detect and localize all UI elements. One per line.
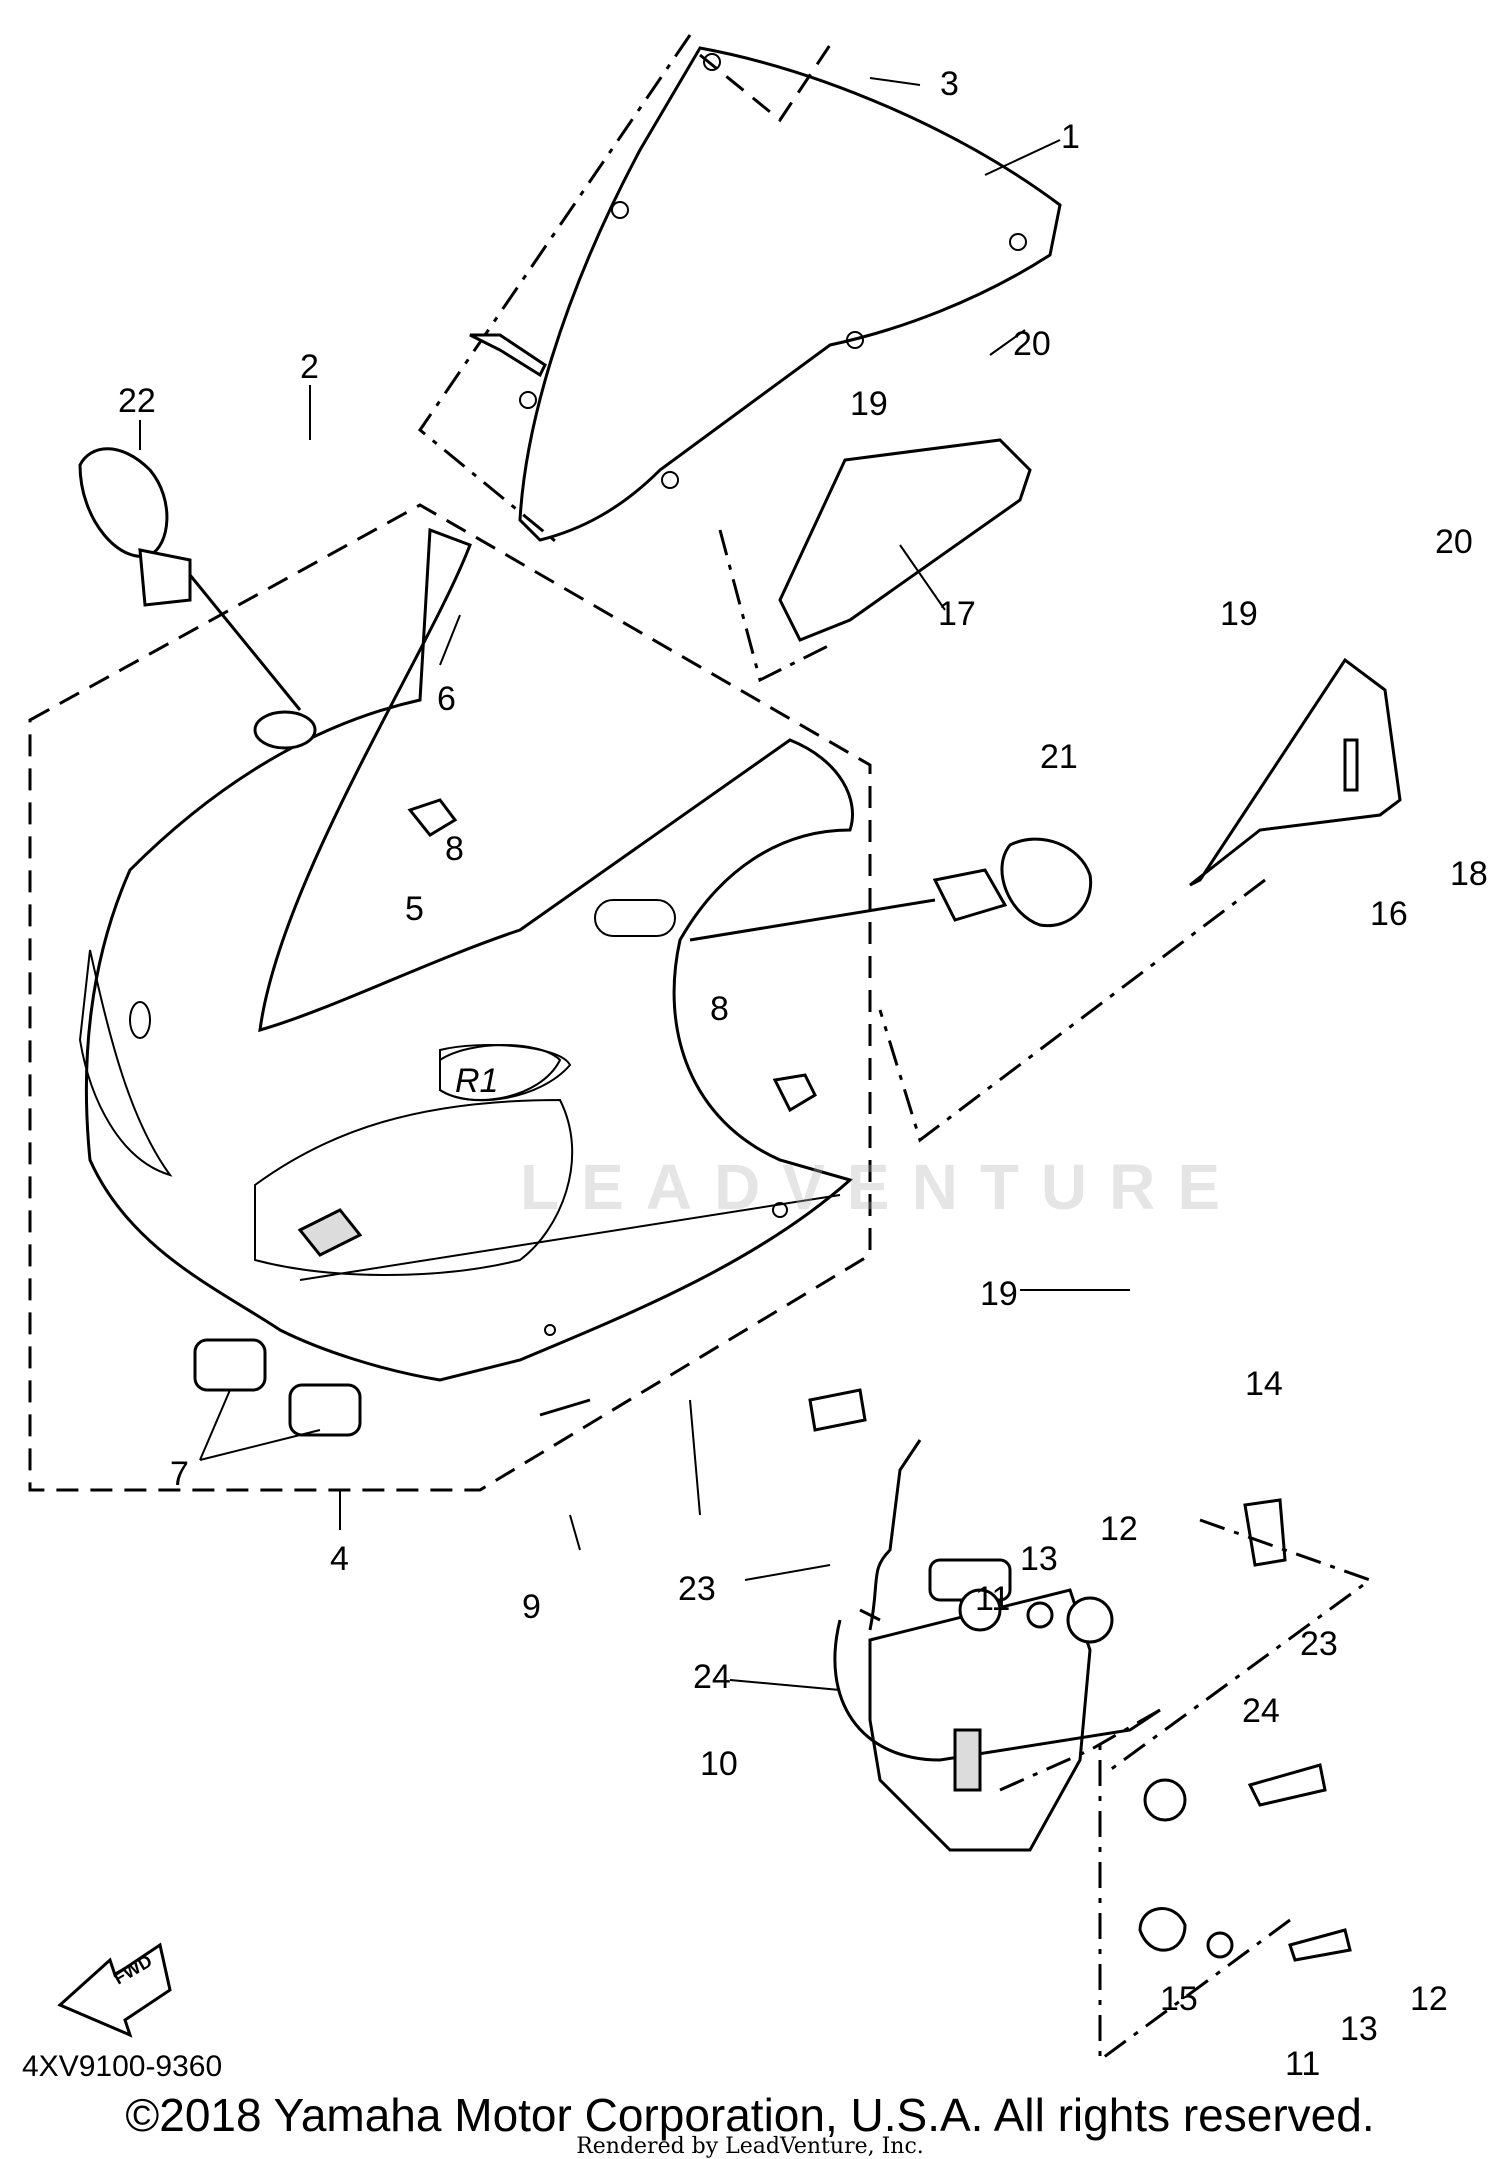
callout-22: 22 [118, 382, 156, 420]
callout-21: 21 [1040, 738, 1078, 776]
callout-11b: 11 [1285, 2045, 1320, 2083]
callout-11a: 11 [975, 1580, 1010, 1618]
callout-labels: 1 2 3 4 5 6 7 8 8 9 10 11 11 12 12 13 13… [118, 65, 1488, 2083]
callout-13a: 13 [1020, 1540, 1058, 1578]
callout-14: 14 [1245, 1365, 1283, 1403]
stay-bracket-part [833, 1439, 1161, 1852]
inner-panel-16-part [878, 657, 1402, 1143]
callout-6: 6 [437, 680, 456, 718]
callout-7: 7 [170, 1455, 189, 1493]
callout-8b: 8 [710, 990, 729, 1028]
emblem-text: R1 [455, 1062, 498, 1100]
callout-1: 1 [1061, 118, 1080, 156]
callout-16: 16 [1370, 895, 1408, 933]
callout-13b: 13 [1340, 2010, 1378, 2048]
watermark-text: LEADVENTURE [520, 1151, 1243, 1223]
callout-24a: 24 [693, 1658, 731, 1696]
small-hardware-parts [193, 333, 1374, 2063]
callout-18: 18 [1450, 855, 1488, 893]
callout-2: 2 [300, 348, 319, 386]
callout-19b: 19 [1220, 595, 1258, 633]
callout-20a: 20 [1013, 325, 1051, 363]
callout-4: 4 [330, 1540, 349, 1578]
callout-5: 5 [405, 890, 424, 928]
callout-17: 17 [938, 595, 976, 633]
callout-23b: 23 [1300, 1625, 1338, 1663]
callout-3: 3 [940, 65, 959, 103]
callout-8a: 8 [445, 830, 464, 868]
fwd-arrow-icon: FWD [57, 1942, 172, 2038]
callout-10: 10 [700, 1745, 738, 1783]
inner-panel-17-part [718, 438, 1032, 683]
callout-12b: 12 [1410, 1980, 1448, 2018]
right-mirror-part [689, 837, 1093, 942]
callout-23a: 23 [678, 1570, 716, 1608]
callout-9: 9 [522, 1588, 541, 1626]
leader-lines [139, 77, 1130, 1691]
cowling-part [28, 503, 872, 1492]
r1-emblem-part: R1 [439, 1044, 572, 1102]
callout-24b: 24 [1242, 1692, 1280, 1730]
diagram-code: 4XV9100-9360 [22, 2050, 223, 2083]
callout-19a: 19 [850, 385, 888, 423]
callout-20b: 20 [1435, 523, 1473, 561]
render-credit: Rendered by LeadVenture, Inc. [576, 2134, 924, 2159]
callout-15: 15 [1160, 1980, 1198, 2018]
left-mirror-part [78, 447, 317, 750]
windshield-part [417, 34, 1062, 547]
copyright-notice: ©2018 Yamaha Motor Corporation, U.S.A. A… [125, 2089, 1375, 2141]
callout-12a: 12 [1100, 1510, 1138, 1548]
callout-19c: 19 [980, 1275, 1018, 1313]
